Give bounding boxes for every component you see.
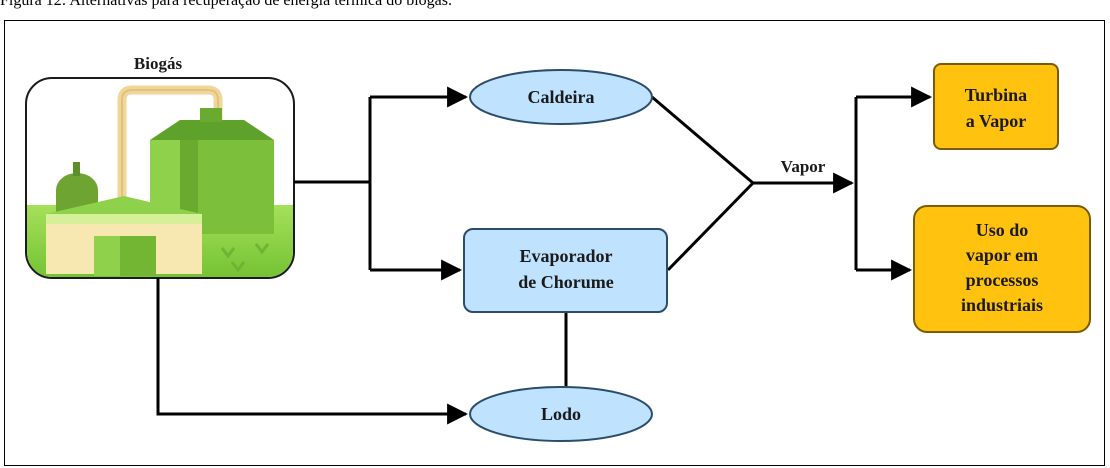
vapor-label: Vapor <box>781 157 826 176</box>
uso-vapor-label-line-3: processos <box>966 270 1039 290</box>
diagram-frame <box>4 20 1105 466</box>
edge-biogas-to-lodo <box>156 278 469 425</box>
node-turbina: Turbina a Vapor <box>933 63 1059 150</box>
caldeira-label: Caldeira <box>528 87 595 107</box>
lodo-label: Lodo <box>541 404 581 424</box>
biogas-label: Biogás <box>134 54 183 73</box>
connectors <box>156 86 933 425</box>
biogas-digester-icon <box>25 77 295 279</box>
node-uso-vapor: Uso do vapor em processos industriais <box>913 205 1091 333</box>
node-caldeira: Caldeira <box>469 69 653 125</box>
turbina-label-line-2: a Vapor <box>966 111 1027 131</box>
uso-vapor-label-line-1: Uso do <box>976 220 1029 240</box>
evaporador-label-line-2: de Chorume <box>518 272 614 292</box>
node-lodo: Lodo <box>469 386 653 442</box>
uso-vapor-label-line-4: industriais <box>961 295 1043 315</box>
edge-caldeira-vapor <box>651 95 754 185</box>
uso-vapor-label-line-2: vapor em <box>966 245 1038 265</box>
edge-evaporador-vapor <box>666 181 755 272</box>
turbina-label-line-1: Turbina <box>965 85 1027 105</box>
node-evaporador: Evaporador de Chorume <box>463 228 668 313</box>
evaporador-label-line-1: Evaporador <box>519 246 612 266</box>
figure-caption: Figura 12: Alternativas para recuperação… <box>0 0 452 9</box>
